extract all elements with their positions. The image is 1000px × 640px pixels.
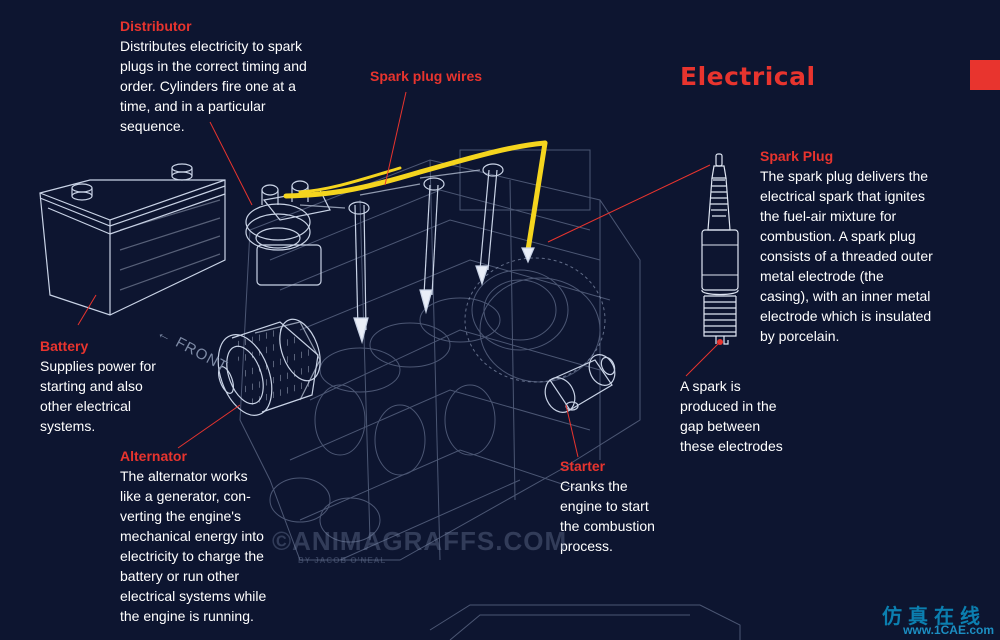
watermark-byline: BY JACOB O'NEAL [298, 556, 387, 565]
spark-gap-label: A spark is produced in the gap between t… [680, 376, 792, 456]
corner-watermark-chinese: 仿真在线 [882, 604, 986, 628]
alternator-title: Alternator [120, 448, 187, 464]
corner-watermark-url[interactable]: www.1CAE.com [903, 623, 994, 637]
flywheel-gear [464, 257, 606, 383]
spark-plug-text: The spark plug delivers the electrical s… [760, 168, 933, 344]
section-tab[interactable] [970, 60, 1000, 90]
alternator [217, 318, 321, 416]
watermark: ©ANIMAGRAFFS.COM [272, 526, 568, 556]
battery-label: Battery Supplies power for starting and … [40, 336, 170, 436]
starter-text: Cranks the engine to start the combustio… [560, 478, 655, 554]
spark-gap-text: A spark is produced in the gap between t… [680, 378, 783, 454]
battery [39, 163, 226, 316]
engine-block [239, 149, 741, 640]
spark-plug-wires-label: Spark plug wires [370, 66, 530, 86]
corner-watermark: 仿真在线 www.1CAE.com [878, 598, 1000, 640]
alternator-label: Alternator The alternator works like a g… [120, 446, 272, 626]
distributor-title: Distributor [120, 18, 192, 34]
spark-gap-marker [717, 339, 723, 345]
alternator-text: The alternator works like a generator, c… [120, 468, 267, 624]
plug-wire-leads [299, 163, 535, 345]
starter [544, 354, 616, 413]
page-title: Electrical [680, 62, 816, 91]
battery-title: Battery [40, 338, 89, 354]
spark-plug-wires-title: Spark plug wires [370, 68, 483, 84]
leader-lines [77, 91, 721, 458]
spark-plug-title: Spark Plug [760, 148, 834, 164]
starter-title: Starter [560, 458, 606, 474]
spark-plug-detail [701, 153, 739, 345]
battery-text: Supplies power for starting and also oth… [40, 358, 156, 434]
distributor-text: Distributes electricity to spark plugs i… [120, 38, 307, 134]
distributor-label: Distributor Distributes electricity to s… [120, 16, 325, 136]
spark-plug-label: Spark Plug The spark plug delivers the e… [760, 146, 935, 346]
starter-label: Starter Cranks the engine to start the c… [560, 456, 670, 556]
